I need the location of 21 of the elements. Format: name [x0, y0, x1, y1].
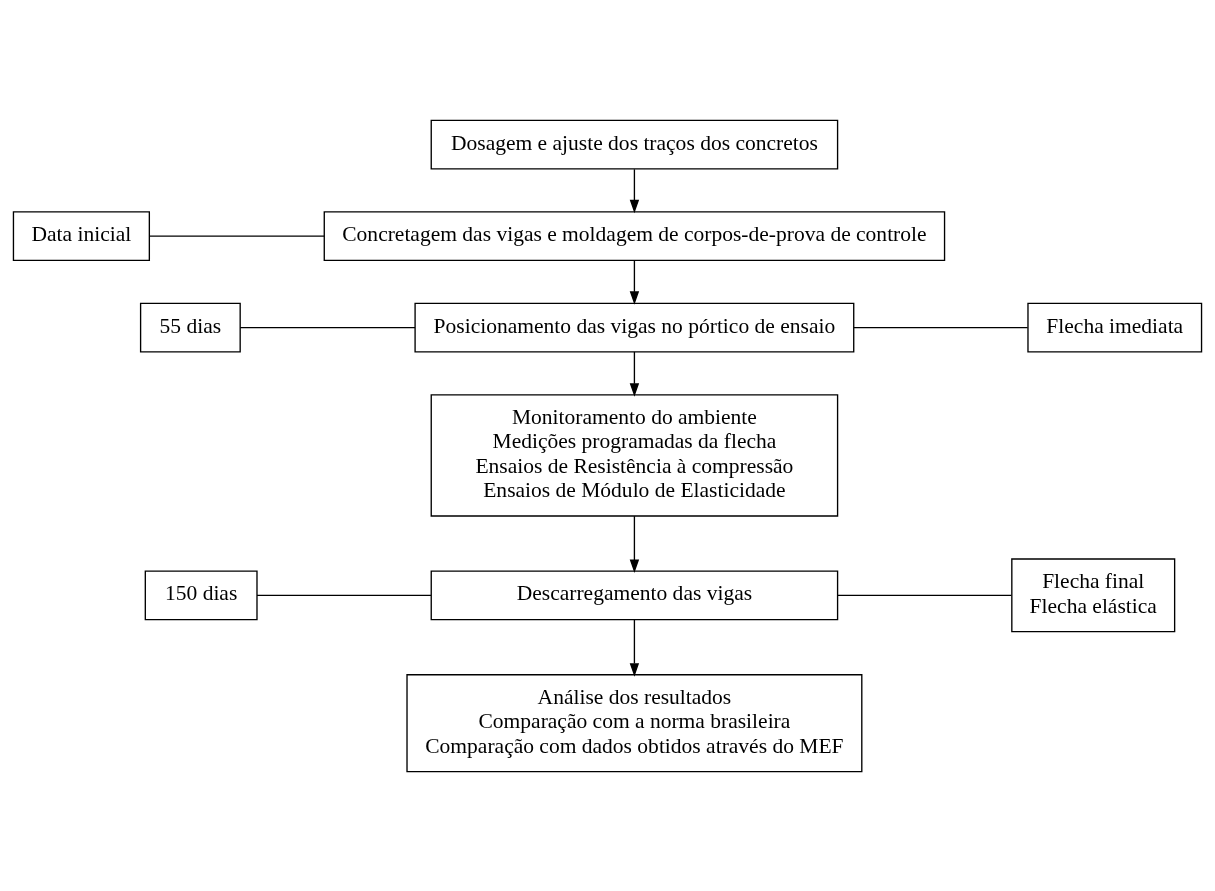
- node-box: Monitoramento do ambiente Medições programadas da flecha Ensaios de Resistência à compressão Ensaios de Módulo de Elasticidade: [430, 393, 839, 517]
- arrow: [629, 618, 640, 677]
- node-box: Flecha final Flecha elástica: [1011, 557, 1176, 632]
- node-box: Data inicial: [12, 210, 151, 261]
- node-box: 150 dias: [144, 569, 258, 620]
- node-box: 55 dias: [139, 302, 241, 352]
- node-box: Flecha imediata: [1027, 302, 1203, 352]
- arrow: [629, 350, 640, 397]
- node-box: Dosagem e ajuste dos traços dos concretos: [430, 119, 839, 169]
- arrow: [629, 259, 640, 305]
- node-box: Posicionamento das vigas no pórtico de ensaio: [414, 302, 855, 352]
- connector: [256, 594, 432, 596]
- connector: [148, 234, 325, 237]
- arrow: [629, 168, 640, 213]
- connector: [853, 326, 1029, 328]
- node-box: Descarregamento das vigas: [430, 569, 839, 620]
- node-box: Concretagem das vigas e moldagem de corpos-de-prova de controle: [323, 210, 946, 261]
- arrow: [629, 515, 640, 573]
- node-box: Análise dos resultados Comparação com a norma brasileira Comparação com dados obtidos através do MEF: [406, 673, 863, 772]
- connector: [837, 594, 1013, 596]
- connector: [239, 326, 416, 328]
